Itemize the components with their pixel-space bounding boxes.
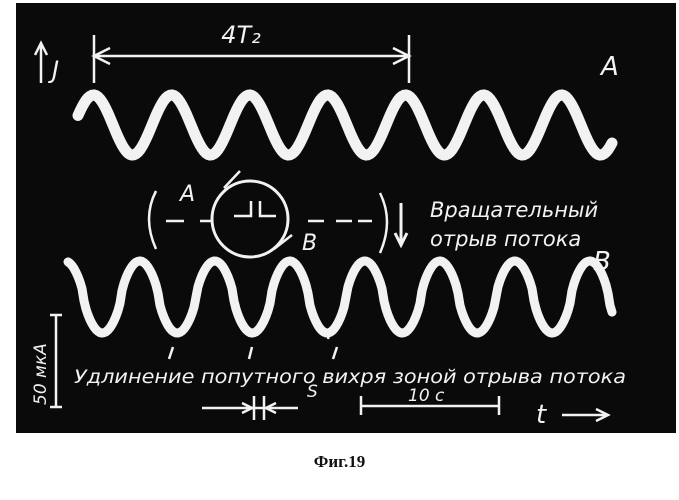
probe-b-label: B (302, 231, 317, 256)
note-line-2: отрыв потока (430, 227, 581, 251)
wake-extension-note: Удлинение попутного вихря зоной отрыва п… (74, 366, 626, 388)
time-axis-label: t (536, 400, 547, 430)
figure-caption: Фиг.19 (0, 452, 679, 472)
probe-a-label: A (178, 182, 195, 207)
period-label: 4T₂ (221, 21, 261, 49)
oscillogram-panel: 4T₂ J A B A B Вращательный отрыв потока (16, 3, 676, 433)
time-scale-label: 10 с (408, 386, 445, 406)
trace-a-label: A (599, 52, 619, 82)
current-scale-label: 50 мкА (31, 343, 51, 405)
interval-label: S (307, 382, 318, 402)
note-line-1: Вращательный (430, 198, 598, 222)
